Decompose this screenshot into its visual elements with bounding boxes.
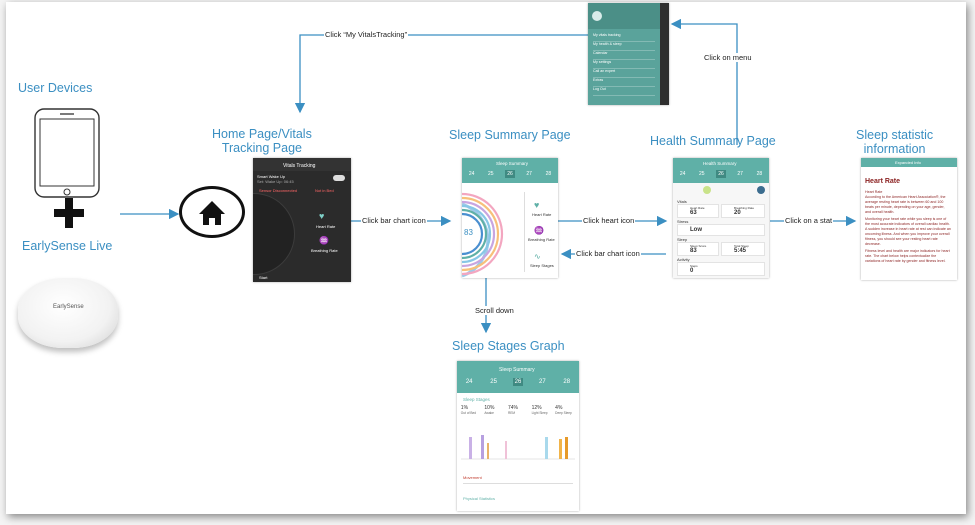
sleep-score: 83 bbox=[464, 228, 473, 237]
date-tab[interactable]: 26 bbox=[716, 170, 726, 178]
wakeup-toggle[interactable] bbox=[333, 175, 345, 181]
date-tab[interactable]: 25 bbox=[488, 171, 494, 177]
date-tab[interactable]: 27 bbox=[539, 379, 546, 385]
menu-item[interactable]: Call an expert bbox=[593, 69, 655, 78]
avatar bbox=[592, 11, 602, 21]
heading-sleep-statistic: Sleep statistic information bbox=[856, 128, 934, 156]
date-tab[interactable]: 24 bbox=[465, 379, 473, 385]
device-brand: EarlySense bbox=[53, 304, 84, 310]
date-tab[interactable]: 25 bbox=[490, 379, 497, 385]
total-sleep-card[interactable]: Total Sleep 5:45 bbox=[721, 242, 765, 256]
stage-stat: 12%Light Sleep bbox=[531, 405, 548, 415]
home-title: Vitals Tracking bbox=[283, 163, 316, 169]
heading-user-devices: User Devices bbox=[18, 81, 93, 95]
date-tab[interactable]: 25 bbox=[699, 171, 705, 177]
date-tab[interactable]: 28 bbox=[756, 171, 763, 177]
menu-item[interactable]: Extras bbox=[593, 78, 655, 87]
smartphone-icon bbox=[34, 108, 100, 198]
caption-bar-chart-1: Click bar chart icon bbox=[361, 216, 427, 225]
stage-stat: 4%Deep Sleep bbox=[555, 405, 572, 415]
date-tab[interactable]: 26 bbox=[505, 170, 515, 178]
date-tab[interactable]: 24 bbox=[679, 171, 686, 177]
heart-icon[interactable]: ♥ bbox=[319, 211, 325, 221]
heart-rate-icon[interactable]: ♥ bbox=[534, 200, 540, 210]
caption-heart-icon: Click heart icon bbox=[582, 216, 636, 225]
heading-home-page: Home Page/Vitals Tracking Page bbox=[212, 127, 312, 155]
stress-card[interactable]: Low bbox=[677, 224, 765, 236]
menu-item[interactable]: My health & sleep bbox=[593, 42, 655, 51]
stage-stat: 1%Out of Bed bbox=[460, 405, 477, 415]
screen-home: Vitals Tracking Smart Wake Up Set: Wake … bbox=[253, 158, 351, 282]
heading-health-summary: Health Summary Page bbox=[650, 134, 776, 148]
earlysense-device-image: EarlySense bbox=[18, 278, 118, 348]
sleep-stages-icon[interactable]: ∿ bbox=[534, 252, 541, 261]
date-tab[interactable]: 27 bbox=[526, 171, 532, 177]
caption-menu: Click on menu bbox=[703, 53, 753, 62]
date-tab[interactable]: 24 bbox=[468, 171, 475, 177]
breathing-rate-card[interactable]: Breathing Rate 20 bbox=[721, 204, 765, 218]
lungs-icon[interactable]: ♒ bbox=[319, 236, 329, 245]
date-tab[interactable]: 28 bbox=[563, 379, 571, 385]
menu-item[interactable]: Log Out bbox=[593, 87, 655, 96]
caption-scroll: Scroll down bbox=[474, 306, 515, 315]
sleep-score-card[interactable]: Sleep Score 83 bbox=[677, 242, 719, 256]
date-tab[interactable]: 26 bbox=[512, 378, 524, 386]
heading-earlysense-live: EarlySense Live bbox=[22, 239, 113, 253]
sleep-stages-chart bbox=[461, 435, 575, 460]
date-tab[interactable]: 28 bbox=[545, 171, 552, 177]
heading-sleep-stages-graph: Sleep Stages Graph bbox=[452, 339, 565, 353]
caption-stat: Click on a stat bbox=[784, 216, 834, 225]
menu-item[interactable]: Calendar bbox=[593, 51, 655, 60]
start-button[interactable]: Start bbox=[259, 275, 268, 280]
arrow-menu bbox=[670, 18, 738, 145]
steps-card[interactable]: Steps 0 bbox=[677, 262, 765, 276]
screen-stat-info: Expanded Info Heart Rate Heart Rate Acco… bbox=[861, 158, 957, 280]
caption-bar-chart-2: Click bar chart icon bbox=[575, 249, 641, 258]
info-icon[interactable] bbox=[757, 186, 765, 194]
sleep-score-rings bbox=[462, 192, 504, 276]
heart-rate-card[interactable]: Heart Rate 63 bbox=[677, 204, 719, 218]
arrow-my-vitals bbox=[294, 34, 588, 114]
date-tab[interactable]: 27 bbox=[737, 171, 743, 177]
menu-item[interactable]: My vitals tracking bbox=[593, 33, 655, 42]
breathing-icon[interactable]: ♒ bbox=[534, 226, 544, 235]
stage-stat: 74%REM bbox=[507, 405, 518, 415]
caption-my-vitals: Click “My VitalsTracking” bbox=[324, 30, 409, 39]
menu-item[interactable]: My settings bbox=[593, 60, 655, 69]
stage-stat: 10%Awake bbox=[484, 405, 495, 415]
stat-heading: Heart Rate bbox=[865, 178, 901, 185]
heading-sleep-summary: Sleep Summary Page bbox=[449, 128, 571, 142]
home-icon[interactable] bbox=[179, 186, 245, 238]
